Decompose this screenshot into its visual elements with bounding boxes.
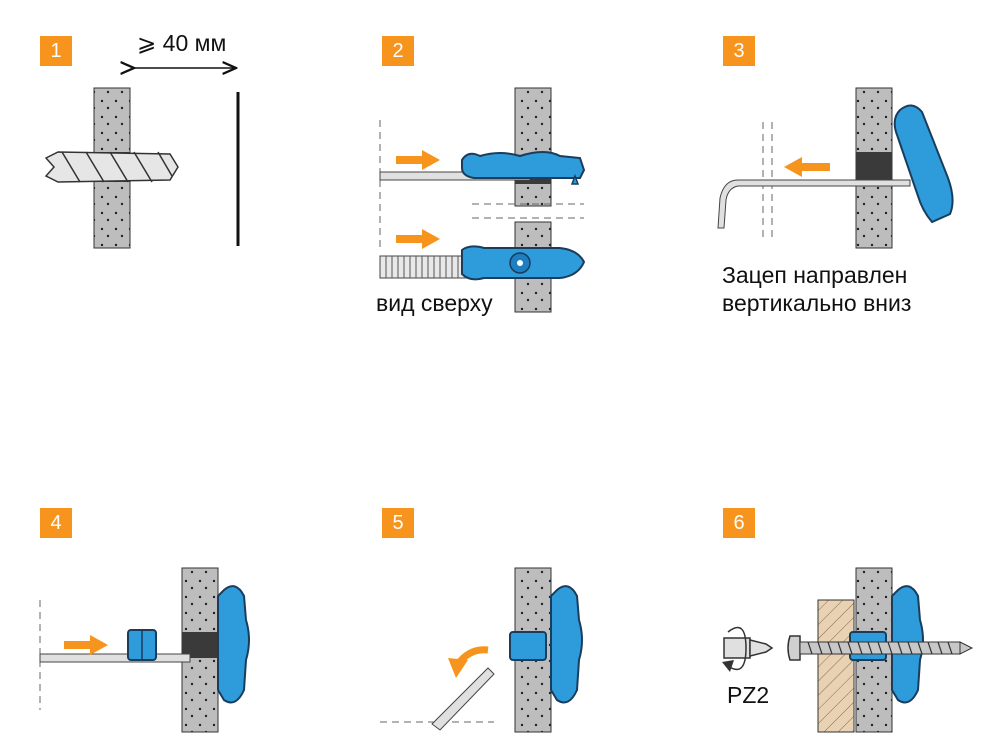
toggle-plug — [461, 151, 586, 179]
step-4-badge: 4 — [40, 508, 72, 538]
min-distance-label: ⩾ 40 мм — [137, 30, 227, 56]
step-1-figure — [44, 68, 240, 249]
hook-direction-label-line2: вертикально вниз — [722, 290, 912, 316]
toggle-plug — [217, 585, 250, 704]
step-1-badge: 1 — [40, 36, 72, 66]
arrow-right-icon — [396, 150, 440, 170]
toggle-plug — [550, 585, 583, 704]
rotate-icon — [727, 626, 747, 671]
broken-off-strip — [431, 667, 495, 731]
hook-direction-label-line1: Зацеп направлен — [722, 262, 908, 288]
step-6-figure — [722, 567, 974, 733]
top-view-label: вид сверху — [376, 290, 493, 316]
arrow-left-icon — [784, 157, 830, 177]
plug-cap-seated — [509, 631, 547, 661]
toggle-plug-rotated — [893, 104, 954, 224]
step-3-figure — [717, 87, 954, 249]
arrow-right-icon — [396, 229, 440, 249]
drilled-hole — [856, 152, 892, 180]
screwdriver-bit-label: PZ2 — [727, 682, 770, 708]
step-2-figure — [379, 87, 586, 313]
mounting-strip-top-view — [379, 255, 467, 279]
mounting-strip — [39, 653, 191, 663]
arrow-right-icon — [64, 635, 108, 655]
screw-icon — [787, 635, 974, 661]
wall-panel — [514, 87, 552, 207]
step-6-badge: 6 — [723, 508, 755, 538]
hook-strip — [717, 179, 911, 229]
step-5-badge: 5 — [382, 508, 414, 538]
drill-bit-icon — [44, 151, 179, 183]
step-3-badge: 3 — [723, 36, 755, 66]
step-4-figure — [39, 567, 250, 733]
screwdriver-icon — [723, 637, 774, 659]
wooden-fixture — [817, 599, 855, 733]
step-5-figure — [380, 567, 583, 733]
step-2-badge: 2 — [382, 36, 414, 66]
